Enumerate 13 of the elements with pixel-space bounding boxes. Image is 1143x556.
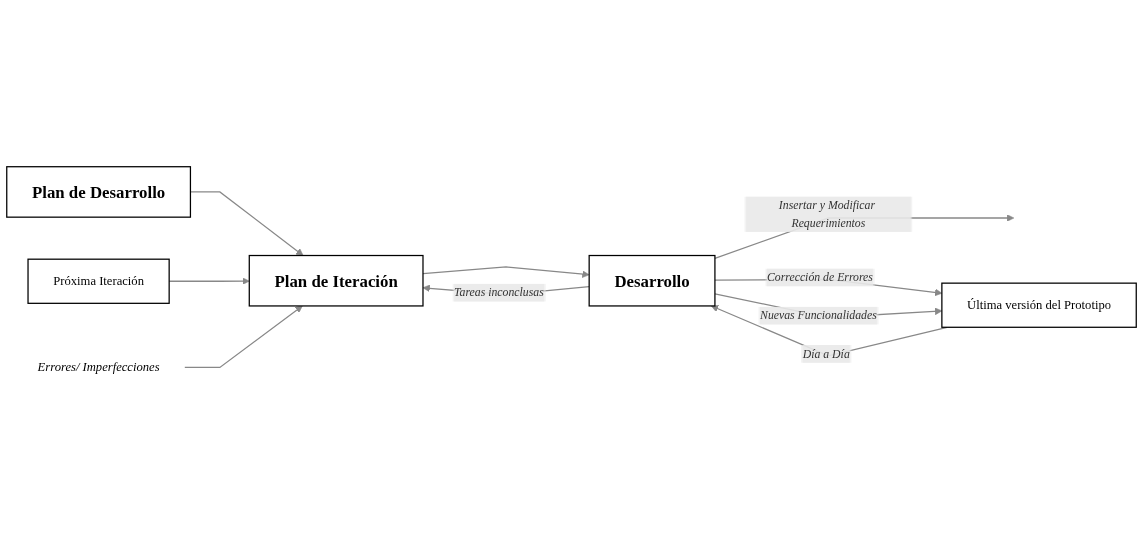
node-box: Desarrollo xyxy=(588,254,716,307)
node-box: Plan de Desarrollo xyxy=(6,166,192,218)
node-box: Plan de Iteración xyxy=(248,254,424,307)
arrow xyxy=(422,266,590,278)
node-box: Última versión del Prototipo xyxy=(941,282,1137,328)
edge-label: Día a Día xyxy=(802,347,850,361)
arrow xyxy=(184,305,303,368)
node-text: Errores/ Imperfecciones xyxy=(37,360,160,374)
node-box: Próxima Iteración xyxy=(27,258,170,304)
edge-label: Insertar y Modificar Requerimientos xyxy=(778,198,875,230)
edge-label: Nuevas Funcionalidades xyxy=(760,309,877,322)
edge-label: Tareas inconclusas xyxy=(454,286,544,299)
edge-label: Corrección de Errores xyxy=(766,270,873,284)
